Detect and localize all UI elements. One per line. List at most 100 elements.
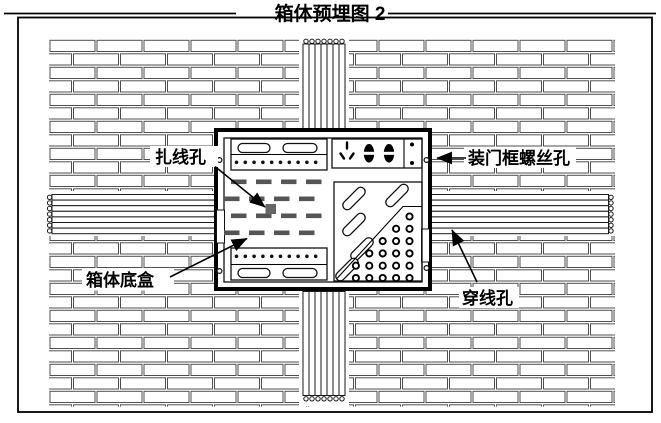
- wire-hole: [405, 249, 414, 258]
- cable-tie-dash: [224, 230, 240, 236]
- wire-hole: [405, 273, 414, 283]
- through-hole-arrow: [451, 229, 478, 283]
- panel-hole-dot: [243, 160, 248, 165]
- conduit-end: [608, 211, 614, 217]
- conduit-pipe: [314, 291, 322, 396]
- wire-hole: [378, 237, 387, 246]
- cable-tie-dash: [256, 213, 272, 219]
- diagonal-slot: [385, 183, 409, 208]
- conduit-pipe: [326, 291, 334, 396]
- conduit-end: [339, 396, 345, 402]
- screw-hole-label-patch: [464, 147, 576, 168]
- cable-tie-dash: [231, 179, 247, 185]
- conduit-pipe: [326, 43, 334, 129]
- conduit-end: [327, 38, 333, 44]
- screw-hole-bottom-right: [423, 265, 430, 272]
- diagonal-slot: [342, 212, 366, 237]
- wire-hole: [351, 273, 360, 283]
- panel-hole-dot: [261, 160, 265, 165]
- conduit-end: [303, 38, 309, 44]
- top-slot-1: [237, 142, 271, 154]
- cable-tie-dash: [249, 230, 265, 236]
- panel-hole-dot: [305, 254, 309, 259]
- diagonal-slot: [342, 186, 366, 211]
- wire-hole: [365, 249, 374, 258]
- conduit-pipe: [308, 43, 316, 129]
- conduit-pipe: [51, 199, 215, 207]
- panel-hole-dot: [296, 254, 300, 259]
- panel-hole-dot: [287, 160, 292, 165]
- diagonal-slots: [335, 183, 409, 282]
- panel-hole-dot: [234, 160, 239, 165]
- panel-hole-dot: [305, 160, 309, 165]
- wire-hole: [405, 237, 414, 246]
- screw-hole-label: 装门框螺丝孔: [467, 148, 570, 168]
- wire-hole: [378, 273, 387, 283]
- cable-tie-dash: [274, 230, 290, 236]
- through-hole-label: 穿线孔: [462, 288, 513, 308]
- top-hole-row: [234, 160, 318, 165]
- conduit-end: [333, 38, 339, 44]
- conduit-pipe: [431, 216, 609, 223]
- conduit-end: [46, 222, 53, 229]
- conduit-pipe: [332, 291, 340, 396]
- conduit-pipe: [51, 222, 215, 229]
- bottom-hole-row: [234, 254, 318, 259]
- conduit-end: [303, 396, 309, 402]
- conduit-pipe: [431, 205, 609, 212]
- box-case-label: 箱体底盒: [86, 270, 155, 290]
- wire-hole: [405, 212, 414, 221]
- conduit-pipe: [302, 43, 310, 129]
- panel-hole-dot: [252, 160, 256, 165]
- wire-hole: [392, 224, 401, 233]
- conduit-pipe: [51, 216, 215, 223]
- conduit-pipe: [51, 210, 215, 218]
- bottom-slot-2: [282, 267, 318, 279]
- figure-border: [17, 16, 653, 413]
- conduit-end: [608, 205, 614, 212]
- panel-hole-dot: [313, 160, 318, 165]
- panel-hole-dot: [287, 254, 292, 259]
- cable-tie-dash: [256, 179, 272, 185]
- cable-tie-arrow: [214, 165, 266, 208]
- right-knockout-notch: [421, 228, 430, 263]
- conduit-pipe: [338, 43, 346, 129]
- conduit-end: [46, 217, 53, 223]
- conduit-pipe: [431, 222, 609, 229]
- cable-tie-dash: [306, 179, 322, 185]
- bottom-slot-1: [237, 267, 271, 279]
- conduit-end: [46, 228, 53, 234]
- conduit-pipe: [431, 199, 609, 207]
- conduit-end: [608, 217, 614, 223]
- conduit-pipe: [332, 43, 340, 129]
- wire-hole: [392, 249, 401, 258]
- conduit-pipe: [431, 194, 609, 201]
- conduit-bundle-right: [431, 194, 614, 235]
- conduit-end: [309, 38, 315, 44]
- box-case-arrow: [169, 237, 248, 278]
- wire-hole: [365, 273, 374, 283]
- panel-hole-dot: [243, 254, 248, 259]
- panel-hole-dot: [296, 160, 300, 165]
- conduit-pipe: [51, 194, 215, 201]
- panel-hole-dot: [252, 254, 256, 259]
- top-slot-2: [282, 142, 318, 154]
- conduit-end: [608, 228, 614, 234]
- socket-pin-left: [339, 152, 346, 160]
- cable-tie-dash: [274, 196, 290, 202]
- cable-tie-square: [265, 204, 276, 214]
- diagram-title: 箱体预埋图 2: [275, 2, 386, 25]
- conduit-end: [309, 396, 315, 402]
- conduit-pipe: [302, 291, 310, 396]
- wire-hole: [405, 261, 414, 270]
- conduit-pipe: [431, 227, 609, 235]
- wire-hole: [392, 261, 401, 270]
- conduit-end: [321, 396, 327, 402]
- conduit-end: [608, 200, 614, 206]
- conduit-end: [608, 194, 614, 201]
- left-knockout-notch: [216, 209, 225, 244]
- wire-hole: [351, 261, 360, 270]
- conduit-end: [333, 396, 339, 402]
